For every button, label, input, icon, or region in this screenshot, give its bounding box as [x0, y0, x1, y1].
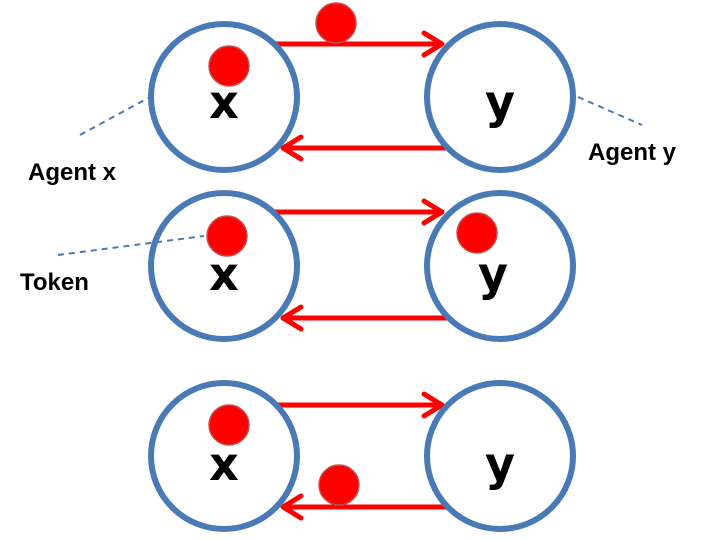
agent-x-node: [148, 21, 300, 173]
agent-y-pointer: [577, 96, 643, 126]
agent-x-node: [148, 190, 300, 342]
agent-y-label: y: [485, 437, 515, 491]
return-arrow-head: [280, 134, 304, 162]
token-pointer: [57, 235, 205, 256]
return-arrow-head: [280, 304, 304, 332]
token-in-transit: [318, 464, 360, 506]
agent-x-annotation: Agent x: [28, 159, 117, 186]
token-at-x: [206, 215, 248, 257]
forward-arrow-head: [421, 30, 445, 58]
agent-x-node: [148, 380, 300, 532]
agent-x-pointer: [79, 96, 151, 136]
token-at-x: [208, 404, 250, 446]
token-at-x: [208, 45, 250, 87]
agent-y-label: y: [478, 247, 508, 301]
forward-arrow-head: [421, 198, 445, 226]
return-arrow-head: [280, 493, 304, 521]
token-in-transit: [315, 2, 357, 44]
token-at-y: [456, 212, 498, 254]
forward-arrow-head: [421, 391, 445, 419]
agent-y-node: [424, 21, 576, 173]
agent-y-annotation: Agent y: [588, 139, 677, 166]
row-3: x y: [148, 380, 576, 532]
row-1: x y Agent x Agent y: [28, 2, 677, 186]
token-annotation: Token: [20, 269, 89, 296]
row-2: x y Token: [20, 190, 576, 342]
agent-y-label: y: [485, 75, 515, 129]
agent-y-node: [424, 380, 576, 532]
agent-x-label: x: [209, 437, 239, 491]
